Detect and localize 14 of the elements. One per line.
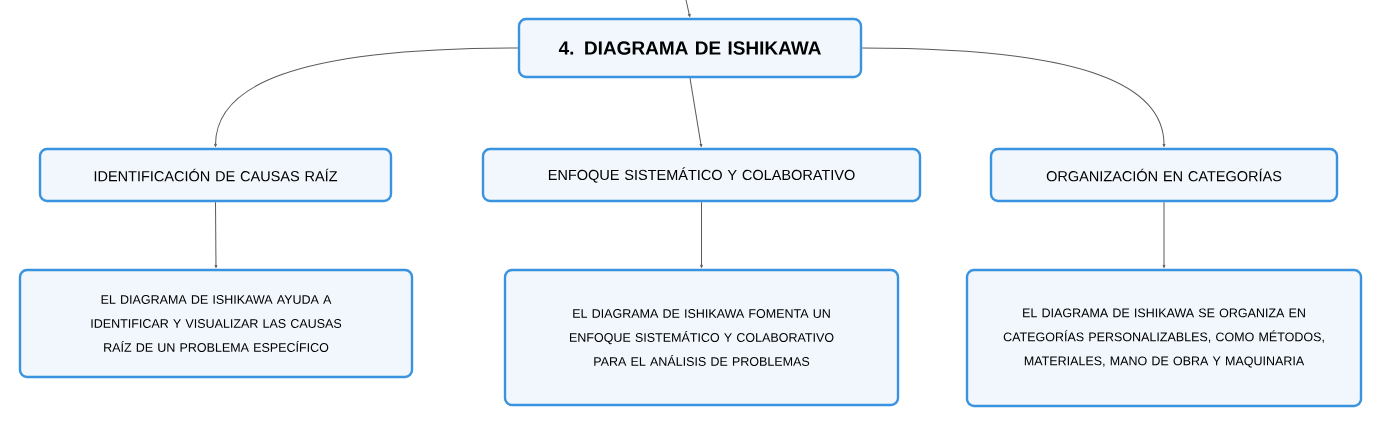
topic-box: IDENTIFICACIÓN DE CAUSAS RAÍZ — [38, 147, 393, 203]
topic-box: ENFOQUE SISTEMÁTICO Y COLABORATIVO — [481, 147, 922, 203]
topic-box: ORGANIZACIÓN EN CATEGORÍAS — [989, 147, 1339, 203]
arrow — [1162, 201, 1166, 269]
arrow — [214, 201, 218, 269]
description-box: EL DIAGRAMA DE ISHIKAWA SE ORGANIZA EN CATEGORÍAS PERSONALIZABLES, COMO MÉTODOS, MATERIALES, MANO DE OBRA Y MAQUINARIA — [965, 268, 1363, 408]
arrow — [861, 47, 1166, 148]
description-box: EL DIAGRAMA DE ISHIKAWA FOMENTA UN ENFOQUE SISTEMÁTICO Y COLABORATIVO PARA EL ANÁLISIS DE PROBLEMAS — [503, 268, 900, 407]
arrow — [685, 0, 691, 18]
title-box: 4. DIAGRAMA DE ISHIKAWA — [517, 17, 863, 79]
arrow — [689, 77, 703, 148]
arrow — [214, 47, 519, 148]
description-box: EL DIAGRAMA DE ISHIKAWA AYUDA A IDENTIFICAR Y VISUALIZAR LAS CAUSAS RAÍZ DE UN PROBLEMA ESPECÍFICO — [18, 268, 414, 379]
arrow — [700, 201, 703, 269]
